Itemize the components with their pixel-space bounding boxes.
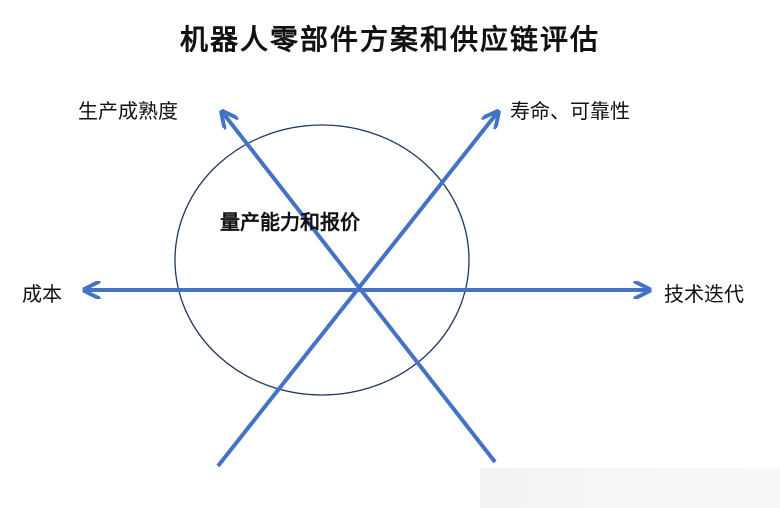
arrow-production-maturity: [223, 113, 497, 464]
label-lifetime-reliability: 寿命、可靠性: [510, 99, 630, 123]
label-production-maturity: 生产成熟度: [78, 99, 178, 123]
capacity-ellipse: [174, 124, 470, 396]
diagram-title: 机器人零部件方案和供应链评估: [179, 23, 600, 56]
label-cost: 成本: [22, 282, 62, 306]
label-tech-iteration: 技术迭代: [664, 282, 744, 306]
label-capacity-pricing: 量产能力和报价: [220, 210, 360, 234]
arrow-lifetime-reliability: [216, 113, 497, 468]
watermark-overlay: [480, 468, 780, 508]
